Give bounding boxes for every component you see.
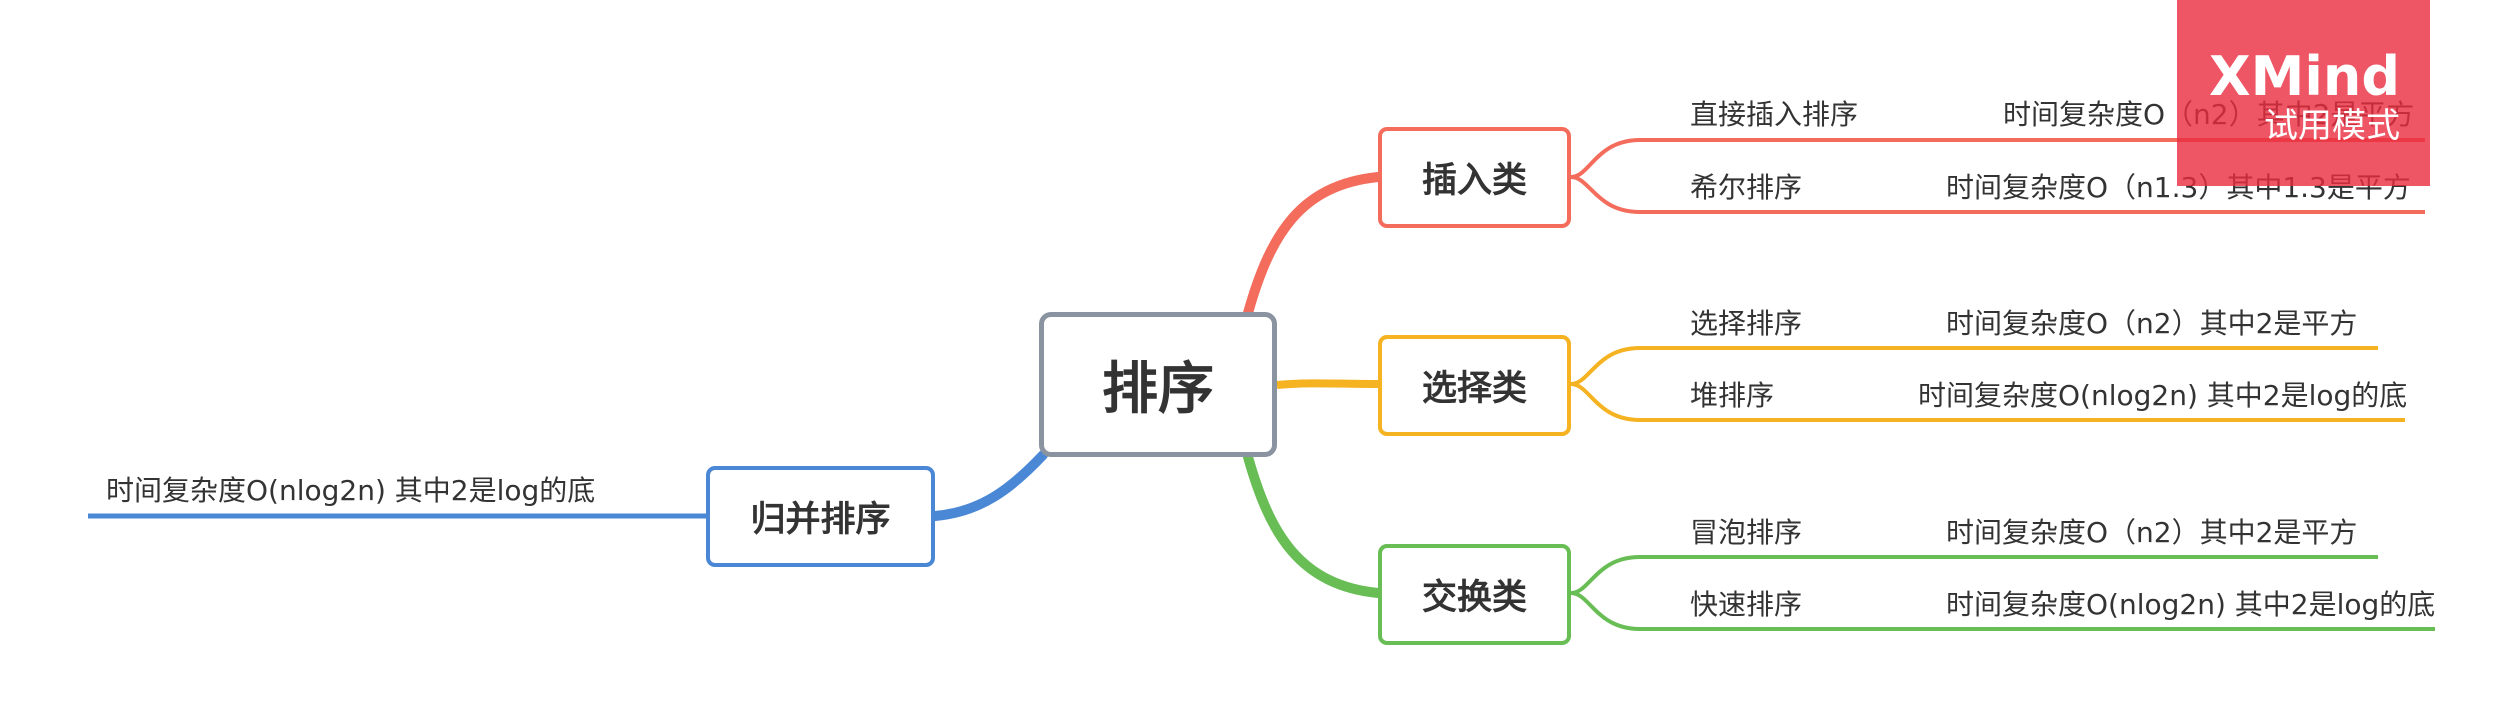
note-bubble-sort-complexity[interactable]: 时间复杂度O（n2）其中2是平方: [1946, 516, 2358, 549]
note-merge-sort-complexity[interactable]: 时间复杂度O(nlog2n) 其中2是log的底: [106, 474, 596, 507]
connector-root-swap: [1243, 452, 1383, 598]
connector-insert-2: [1570, 175, 2425, 214]
topic-select-class[interactable]: 选择类: [1378, 335, 1571, 436]
topic-insert-class[interactable]: 插入类: [1378, 127, 1571, 228]
connector-swap-2: [1570, 591, 2435, 631]
topic-merge-sort[interactable]: 归并排序: [706, 466, 935, 567]
subtopic-shell-sort[interactable]: 希尔排序: [1690, 171, 1803, 204]
subtopic-direct-insertion-sort[interactable]: 直接插入排序: [1690, 98, 1859, 131]
connector-root-merge: [930, 450, 1048, 521]
trial-mode-watermark: XMind 试用模式: [2177, 0, 2430, 186]
note-heap-sort-complexity[interactable]: 时间复杂度O(nlog2n) 其中2是log的底: [1918, 379, 2408, 412]
subtopic-quick-sort[interactable]: 快速排序: [1690, 588, 1803, 621]
watermark-mode-label: 试用模式: [2264, 106, 2400, 146]
root-topic-sort[interactable]: 排序: [1039, 312, 1277, 457]
connector-insert-1: [1570, 138, 2425, 179]
subtopic-bubble-sort[interactable]: 冒泡排序: [1690, 516, 1803, 549]
subtopic-heap-sort[interactable]: 堆排序: [1690, 379, 1775, 412]
subtopic-selection-sort[interactable]: 选择排序: [1690, 307, 1803, 340]
note-selection-sort-complexity[interactable]: 时间复杂度O（n2）其中2是平方: [1946, 307, 2358, 340]
connector-root-select: [1276, 379, 1379, 389]
connector-root-insert: [1243, 172, 1383, 318]
topic-swap-class[interactable]: 交换类: [1378, 544, 1571, 645]
watermark-brand: XMind: [2209, 45, 2400, 108]
connector-select-2: [1570, 382, 2405, 422]
connector-select-1: [1570, 346, 2378, 386]
connector-swap-1: [1570, 555, 2378, 595]
note-quick-sort-complexity[interactable]: 时间复杂度O(nlog2n) 其中2是log的底: [1946, 588, 2436, 621]
